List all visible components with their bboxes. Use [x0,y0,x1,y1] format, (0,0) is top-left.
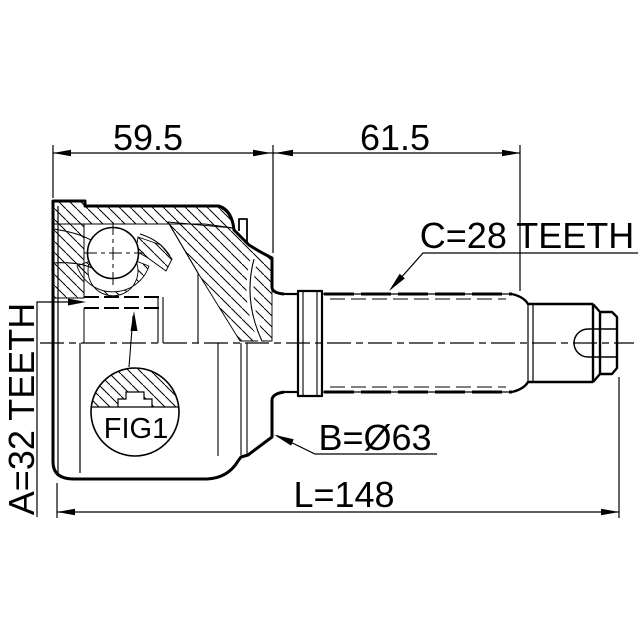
boot-rib-tab [238,218,248,244]
leader-arrow-icon [389,273,405,291]
fig1-leader-arrow-icon [130,311,138,331]
detail-circle-fig1: FIG1 [90,311,180,457]
detail-figure-label: FIG1 [104,413,168,445]
leader-arrow-icon [68,298,86,306]
spline-tooth-profile [117,391,153,407]
overall-length-label: L=148 [293,474,394,515]
arrow-icon [502,149,520,157]
bell-housing [51,199,285,481]
bell-outer-profile [51,199,285,481]
outer-spline-leader [390,252,638,290]
spline-section [322,292,512,394]
outer-spline-teeth-label: C=28 TEETH [420,215,634,256]
arrow-icon [57,508,75,516]
dimensions [36,145,638,518]
leader-arrow-icon [274,434,294,446]
bell-opening-edge [249,258,263,342]
inner-spline-teeth-label: A=32 TEETH [1,303,42,515]
arrow-icon [601,508,619,516]
dim-top-left-label: 59.5 [113,117,183,158]
shaft-end [511,292,619,394]
internal-spline-band [83,296,164,343]
labels: 59.5 61.5 C=28 TEETH A=32 TEETH B=Ø63 L=… [1,117,634,515]
arrow-icon [53,149,71,157]
inner-spline-leader [36,301,76,517]
dimension-arrows [53,149,619,516]
inner-race-edge [139,233,171,257]
arrow-icon [275,149,293,157]
dim-top-right-label: 61.5 [360,117,430,158]
detail-hatch [90,367,180,408]
arrow-icon [253,149,271,157]
outer-diameter-label: B=Ø63 [318,417,431,458]
cavity-back-slope [167,221,199,274]
